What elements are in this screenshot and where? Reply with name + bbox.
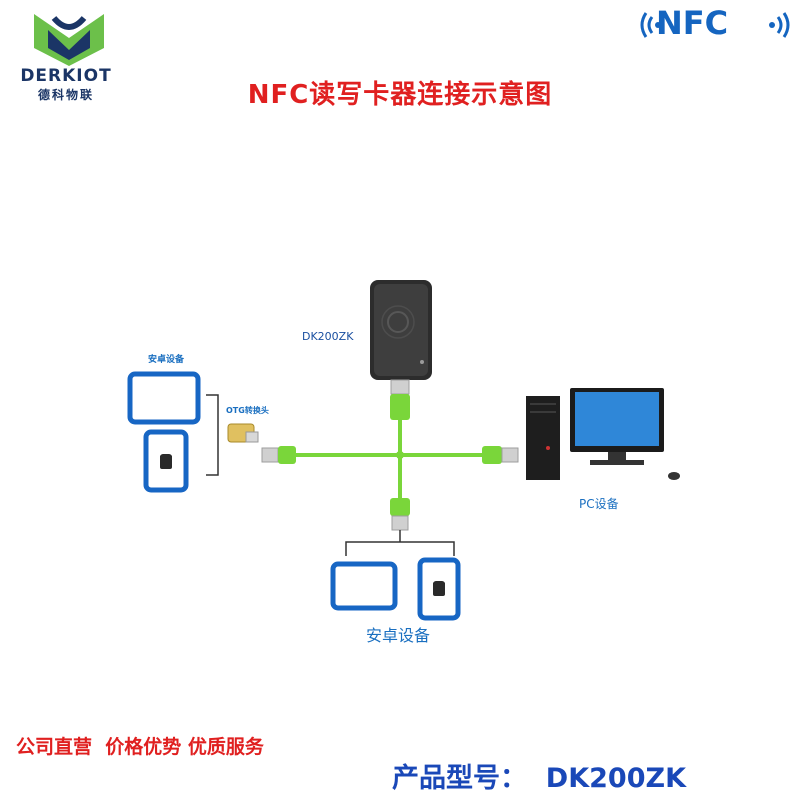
android-bottom-label: 安卓设备 bbox=[366, 626, 431, 645]
bottom-tablet-device bbox=[330, 561, 398, 611]
android-icon bbox=[160, 454, 172, 468]
brand-logo bbox=[34, 14, 104, 66]
android-icon bbox=[433, 581, 445, 595]
right-usb-plug bbox=[482, 446, 519, 464]
left-usb-plug bbox=[261, 446, 296, 464]
pc-monitor bbox=[570, 388, 664, 465]
cable-network bbox=[294, 420, 486, 504]
nfc-waves-icon bbox=[640, 12, 790, 38]
reader-model-label: DK200ZK bbox=[302, 330, 354, 343]
bottom-usb-plug bbox=[390, 498, 410, 531]
pc-tower bbox=[526, 396, 560, 480]
pc-mouse bbox=[668, 472, 680, 480]
brand-name: DERKIOT bbox=[20, 66, 112, 86]
nfc-badge-text: NFC bbox=[656, 4, 729, 42]
left-tablet-device bbox=[127, 371, 201, 425]
cable-junction bbox=[396, 451, 404, 459]
reader-usb-plug bbox=[390, 379, 410, 420]
pc-label: PC设备 bbox=[579, 497, 619, 511]
nfc-reader-device bbox=[370, 280, 432, 380]
android-left-label: 安卓设备 bbox=[148, 355, 185, 365]
diagram-title: NFC读写卡器连接示意图 bbox=[247, 80, 553, 110]
product-model-text: 产品型号： DK200ZK bbox=[392, 763, 686, 794]
slogan-text: 公司直营 价格优势 优质服务 bbox=[16, 736, 264, 758]
otg-label: OTG转换头 bbox=[226, 406, 269, 415]
brand-subname: 德科物联 bbox=[37, 88, 94, 102]
otg-adapter bbox=[227, 423, 259, 443]
